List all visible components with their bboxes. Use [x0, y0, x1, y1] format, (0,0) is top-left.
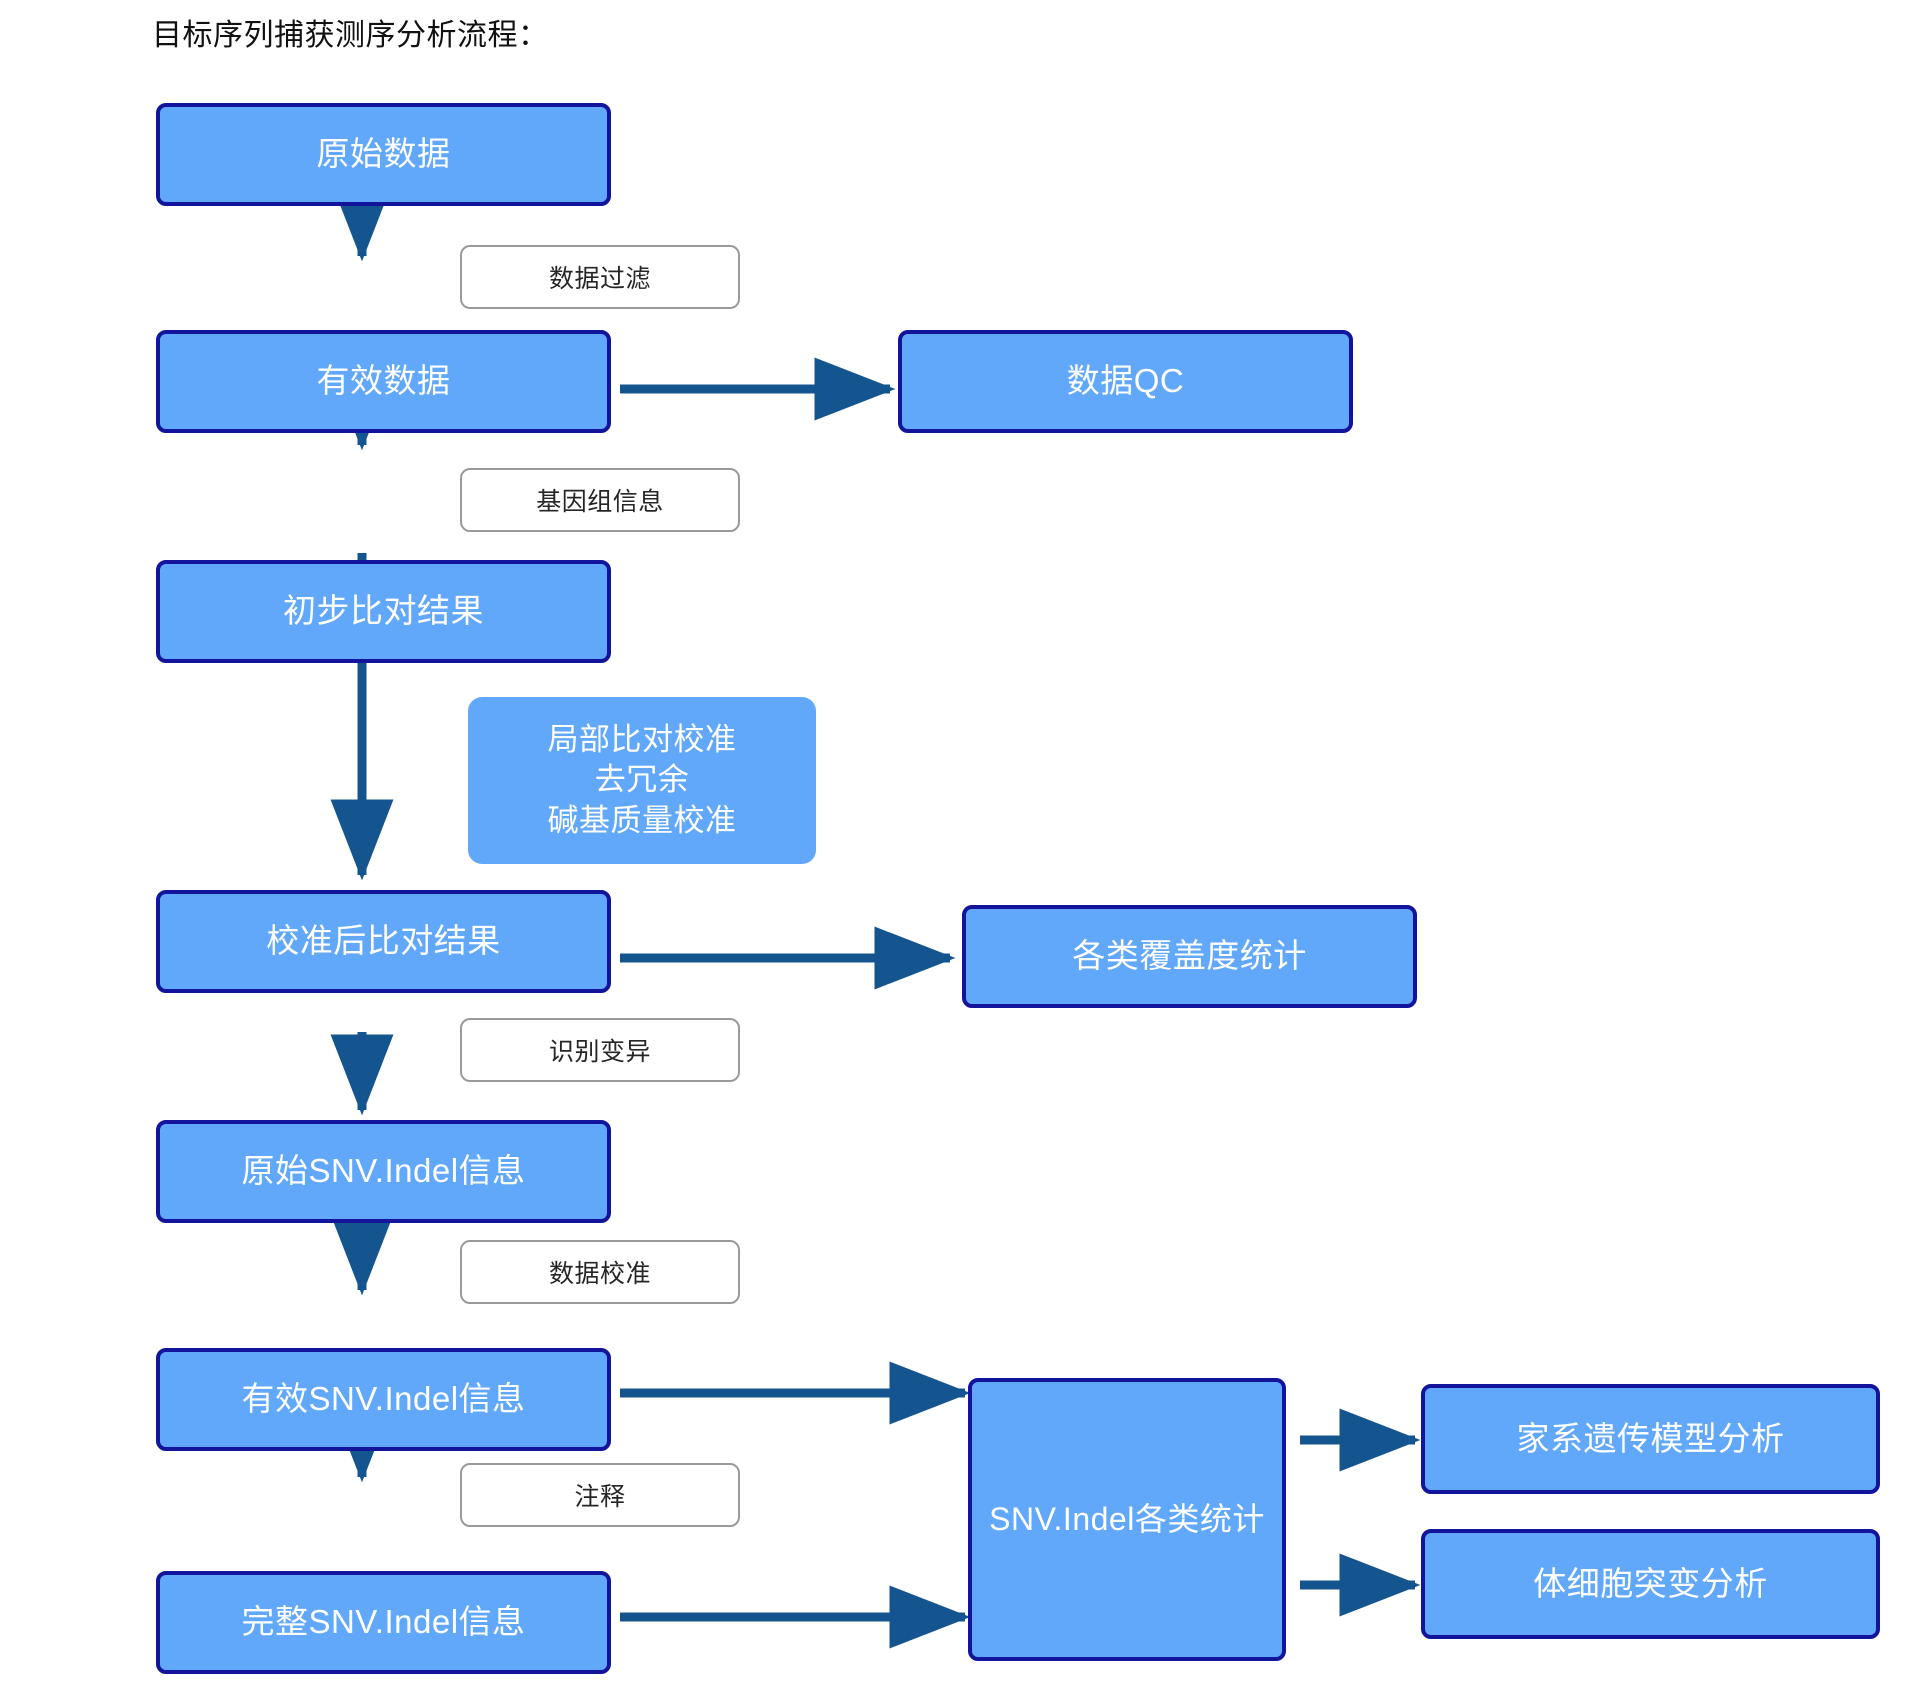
node-initial-alignment[interactable]: 初步比对结果: [156, 560, 611, 663]
node-coverage-stats[interactable]: 各类覆盖度统计: [962, 905, 1417, 1008]
edge-label-recalibrate: 数据校准: [460, 1240, 740, 1304]
edge-label-annotate: 注释: [460, 1463, 740, 1527]
node-raw-snv-indel[interactable]: 原始SNV.Indel信息: [156, 1120, 611, 1223]
node-valid-snv-indel[interactable]: 有效SNV.Indel信息: [156, 1348, 611, 1451]
edge-label-genome-info: 基因组信息: [460, 468, 740, 532]
edge-label-data-filter: 数据过滤: [460, 245, 740, 309]
page-title: 目标序列捕获测序分析流程：: [152, 19, 549, 52]
node-full-snv-indel[interactable]: 完整SNV.Indel信息: [156, 1571, 611, 1674]
annotation-recalibration: 局部比对校准 去冗余 碱基质量校准: [468, 697, 816, 864]
node-somatic-analysis[interactable]: 体细胞突变分析: [1421, 1529, 1880, 1639]
node-pedigree-analysis[interactable]: 家系遗传模型分析: [1421, 1384, 1880, 1494]
node-calibrated-alignment[interactable]: 校准后比对结果: [156, 890, 611, 993]
edge-label-call-variant: 识别变异: [460, 1018, 740, 1082]
node-valid-data[interactable]: 有效数据: [156, 330, 611, 433]
node-raw-data[interactable]: 原始数据: [156, 103, 611, 206]
node-data-qc[interactable]: 数据QC: [898, 330, 1353, 433]
node-snv-indel-stats[interactable]: SNV.Indel各类统计: [968, 1378, 1286, 1661]
